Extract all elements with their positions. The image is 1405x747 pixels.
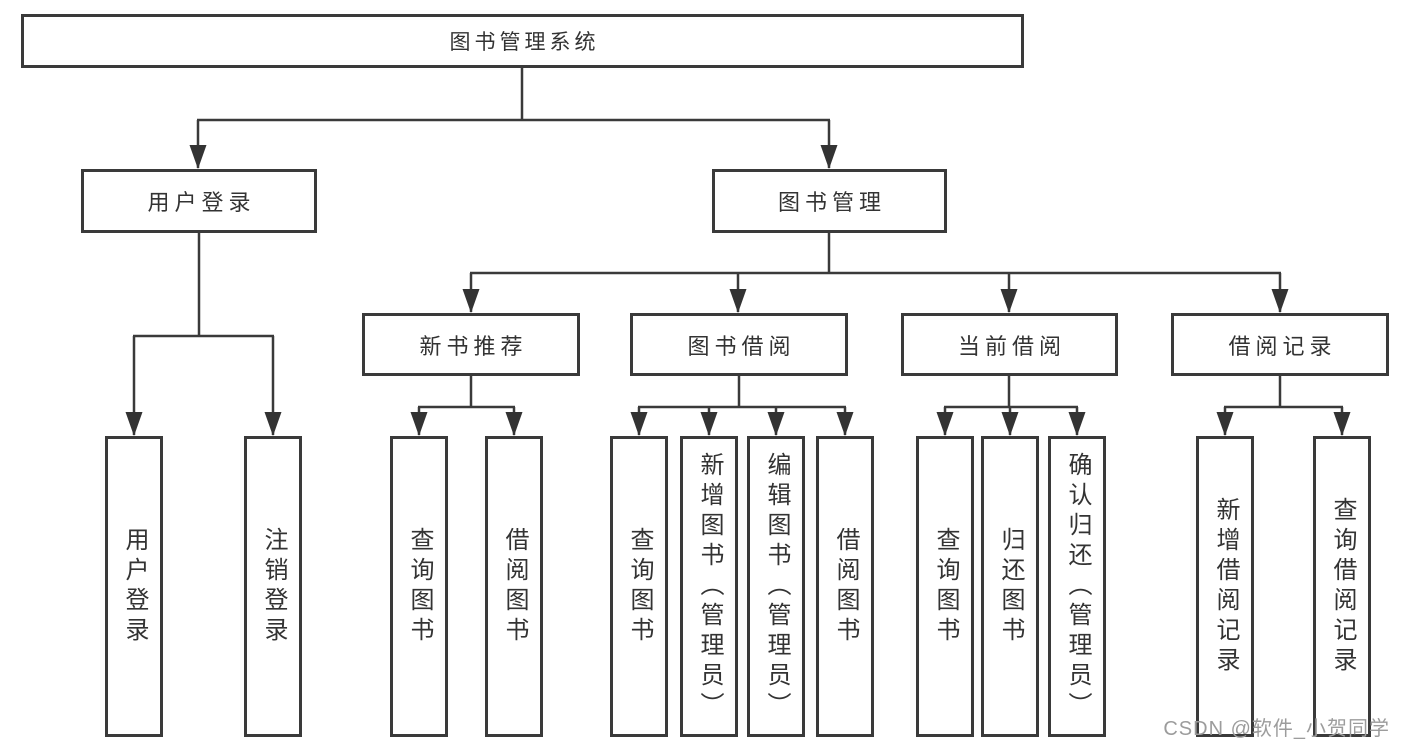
leaf-add-borrow-record: 新增借阅记录	[1196, 436, 1254, 737]
leaf-label: 注销登录	[260, 526, 287, 647]
node-label: 图书管理	[777, 190, 886, 215]
leaf-query-borrow-record: 查询借阅记录	[1313, 436, 1371, 737]
node-book-management: 图书管理	[712, 169, 947, 233]
node-label: 图书管理系统	[449, 31, 600, 54]
leaf-label: 查询图书	[932, 526, 959, 647]
leaf-return-books: 归还图书	[981, 436, 1039, 737]
leaf-edit-book-admin: 编辑图书（管理员）	[747, 436, 805, 737]
node-label: 借阅记录	[1228, 333, 1337, 359]
leaf-borrow-books: 借阅图书	[485, 436, 543, 737]
node-library-management-system: 图书管理系统	[21, 14, 1024, 68]
node-label: 新书推荐	[419, 333, 528, 359]
leaf-label: 确认归还（管理员）	[1064, 451, 1091, 722]
leaf-label: 查询图书	[406, 526, 433, 647]
leaf-confirm-return-admin: 确认归还（管理员）	[1048, 436, 1106, 737]
leaf-query-books-2: 查询图书	[610, 436, 668, 737]
node-label: 图书借阅	[687, 333, 796, 359]
leaf-add-book-admin: 新增图书（管理员）	[680, 436, 738, 737]
csdn-watermark: CSDN @软件_小贺同学	[1163, 718, 1390, 740]
node-borrow-records: 借阅记录	[1171, 313, 1389, 376]
leaf-label: 归还图书	[997, 526, 1024, 647]
leaf-label: 编辑图书（管理员）	[763, 451, 790, 722]
leaf-logout: 注销登录	[244, 436, 302, 737]
leaf-query-books-3: 查询图书	[916, 436, 974, 737]
node-label: 用户登录	[147, 190, 256, 215]
node-label: 当前借阅	[957, 333, 1066, 359]
leaf-borrow-books-2: 借阅图书	[816, 436, 874, 737]
leaf-label: 借阅图书	[832, 526, 859, 647]
node-current-borrow: 当前借阅	[901, 313, 1118, 376]
leaf-label: 借阅图书	[501, 526, 528, 647]
leaf-user-login: 用户登录	[105, 436, 163, 737]
node-user-login: 用户登录	[81, 169, 317, 233]
leaf-label: 新增图书（管理员）	[696, 451, 723, 722]
node-book-borrow: 图书借阅	[630, 313, 848, 376]
node-new-book-recommend: 新书推荐	[362, 313, 580, 376]
leaf-label: 新增借阅记录	[1212, 496, 1239, 677]
leaf-label: 用户登录	[121, 526, 148, 647]
leaf-query-books: 查询图书	[390, 436, 448, 737]
leaf-label: 查询借阅记录	[1329, 496, 1356, 677]
leaf-label: 查询图书	[626, 526, 653, 647]
